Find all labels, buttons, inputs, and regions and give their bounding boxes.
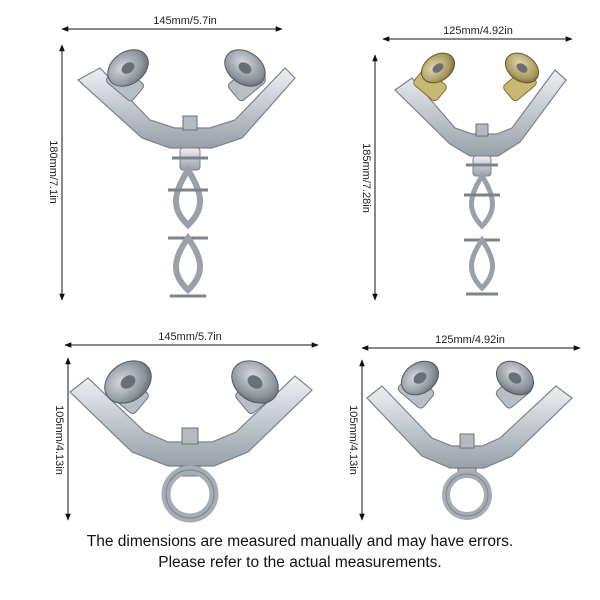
panel-top-left: 145mm/5.7in 180mm/7.1in xyxy=(47,15,296,301)
panel-top-right: 125mm/4.92in 185mm/7.28in xyxy=(360,25,573,301)
panel-bottom-right: 125mm/4.92in 105mm/4.13in xyxy=(347,334,581,521)
height-label: 185mm/7.28in xyxy=(360,143,372,213)
trolley-product-image xyxy=(76,49,296,298)
width-label: 145mm/5.7in xyxy=(153,15,217,27)
width-label: 125mm/4.92in xyxy=(435,334,505,346)
height-label: 105mm/4.13in xyxy=(347,405,359,475)
width-label: 125mm/4.92in xyxy=(443,25,513,37)
width-label: 145mm/5.7in xyxy=(158,331,222,343)
panel-bottom-left: 145mm/5.7in 105mm/4.13in xyxy=(53,331,319,523)
disclaimer-line-1: The dimensions are measured manually and… xyxy=(86,533,514,550)
disclaimer-line-2: Please refer to the actual measurements. xyxy=(158,554,442,571)
height-label: 180mm/7.1in xyxy=(47,140,59,204)
trolley-product-image xyxy=(394,52,567,296)
height-label: 105mm/4.13in xyxy=(53,405,65,475)
trolley-product-image xyxy=(366,360,573,520)
trolley-product-image xyxy=(69,360,313,523)
